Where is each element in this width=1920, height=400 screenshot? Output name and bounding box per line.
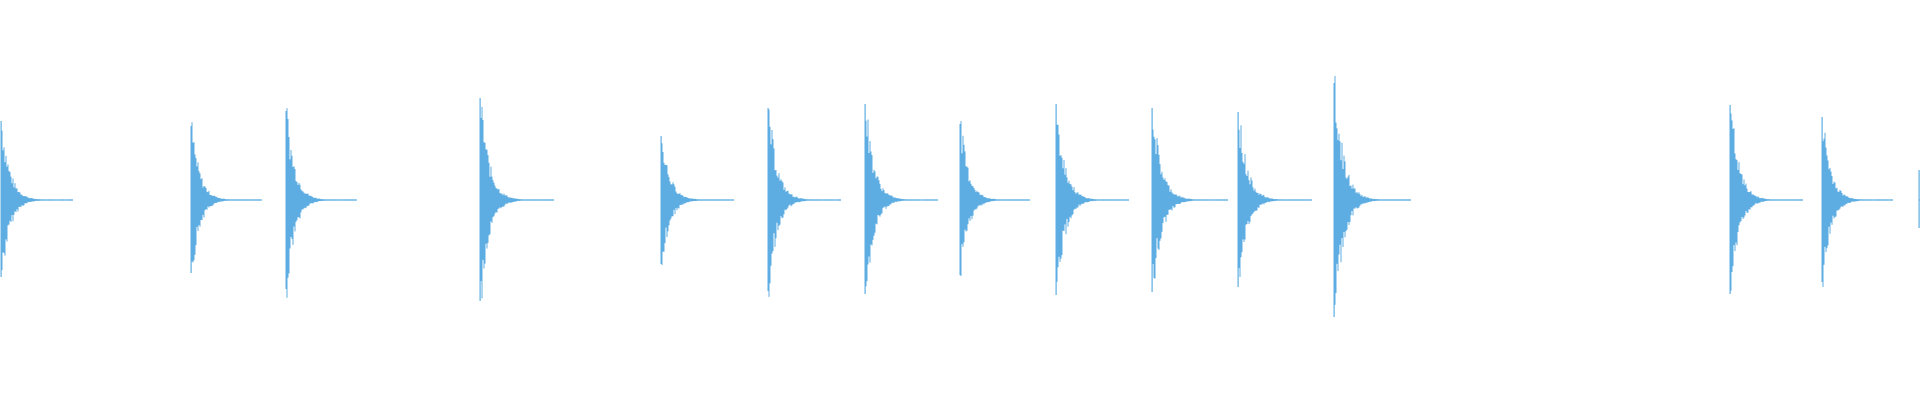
- waveform-pulse: [1729, 105, 1803, 294]
- waveform-pulse: [767, 108, 841, 297]
- waveform-pulse: [285, 108, 357, 298]
- waveform-pulse: [1055, 104, 1129, 295]
- waveform-pulse: [1151, 108, 1228, 292]
- waveform-pulse: [660, 136, 734, 266]
- waveform-pulse: [479, 98, 554, 301]
- waveform-pulse: [959, 121, 1030, 277]
- waveform-pulse: [190, 122, 262, 273]
- waveform-pulses: [0, 75, 1920, 317]
- waveform-pulse: [1333, 75, 1411, 317]
- waveform-pulse: [1237, 112, 1312, 287]
- waveform-pulse: [1821, 117, 1893, 288]
- waveform-pulse: [864, 104, 938, 294]
- waveform-pulse: [0, 121, 73, 277]
